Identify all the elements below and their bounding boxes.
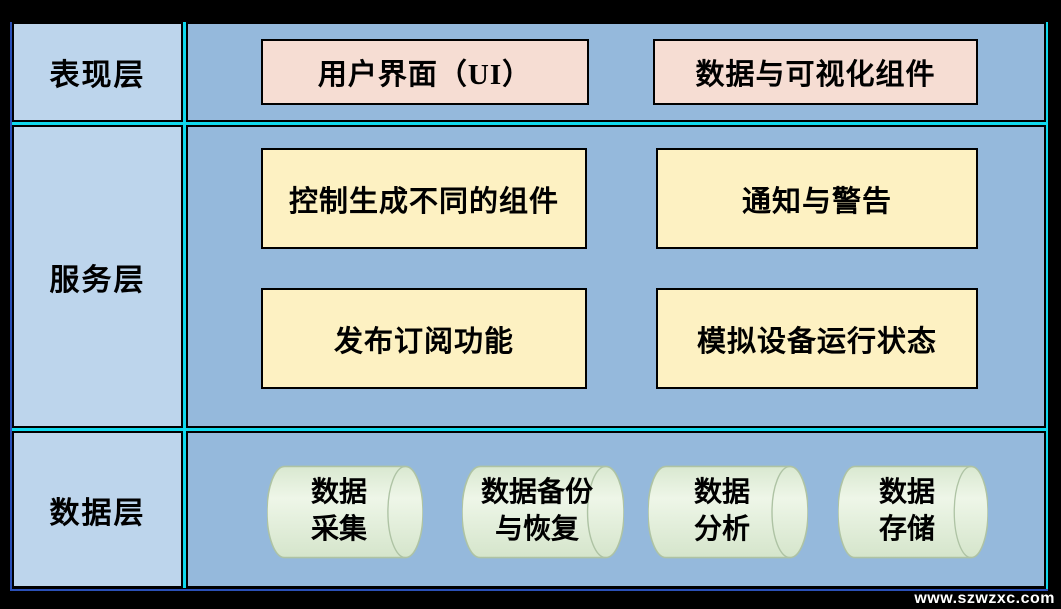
data-layer-label: 数据层 <box>49 496 146 530</box>
box-simulate-device-status-label: 模拟设备运行状态 <box>696 325 937 358</box>
cylinder-data-storage-line2: 存储 <box>878 514 935 545</box>
box-control-generate-components-label: 控制生成不同的组件 <box>288 185 559 218</box>
presentation-layer-panel: 表现层 <box>12 22 183 122</box>
cylinder-shape-icon <box>838 465 988 559</box>
horizontal-divider-line-1 <box>12 122 1046 125</box>
box-publish-subscribe: 发布订阅功能 <box>261 288 587 389</box>
cylinder-data-storage: 数据 存储 <box>838 465 988 559</box>
data-layer-panel: 数据层 <box>12 431 183 588</box>
presentation-layer-label: 表现层 <box>49 59 146 92</box>
box-user-interface-ui-label: 用户界面（UI） <box>317 59 533 91</box>
service-layer-panel: 服务层 <box>12 125 183 428</box>
cylinder-data-analysis-line1: 数据 <box>693 477 750 509</box>
cylinder-data-backup-recovery-line2: 与恢复 <box>494 514 579 545</box>
cylinder-data-backup-recovery-line1: 数据备份 <box>480 477 593 509</box>
cylinder-data-collection-line2: 采集 <box>310 514 367 545</box>
box-notification-warning-label: 通知与警告 <box>741 185 892 218</box>
box-simulate-device-status: 模拟设备运行状态 <box>656 288 978 389</box>
watermark-url: www.szwzxc.com <box>914 590 1055 607</box>
vertical-divider-line <box>183 22 186 588</box>
horizontal-divider-line-2 <box>12 428 1046 431</box>
cylinder-data-collection: 数据 采集 <box>267 465 423 559</box>
outer-bottom-accent-line <box>10 589 1048 591</box>
box-user-interface-ui: 用户界面（UI） <box>261 39 589 105</box>
box-control-generate-components: 控制生成不同的组件 <box>261 148 587 249</box>
cylinder-data-analysis: 数据 分析 <box>648 465 808 559</box>
cylinder-data-analysis-line2: 分析 <box>693 514 750 545</box>
box-data-visualization-components-label: 数据与可视化组件 <box>695 59 936 91</box>
box-data-visualization-components: 数据与可视化组件 <box>653 39 978 105</box>
cylinder-shape-icon <box>267 465 423 559</box>
box-notification-warning: 通知与警告 <box>656 148 978 249</box>
outer-left-accent-line <box>10 22 12 590</box>
outer-right-accent-line <box>1046 22 1048 589</box>
cylinder-data-backup-recovery: 数据备份 与恢复 <box>462 465 624 559</box>
cylinder-data-collection-line1: 数据 <box>310 477 367 509</box>
service-layer-label: 服务层 <box>49 263 146 297</box>
cylinder-data-storage-line1: 数据 <box>878 477 935 509</box>
cylinder-shape-icon <box>648 465 808 559</box>
cylinder-shape-icon <box>462 465 624 559</box>
box-publish-subscribe-label: 发布订阅功能 <box>333 325 514 358</box>
